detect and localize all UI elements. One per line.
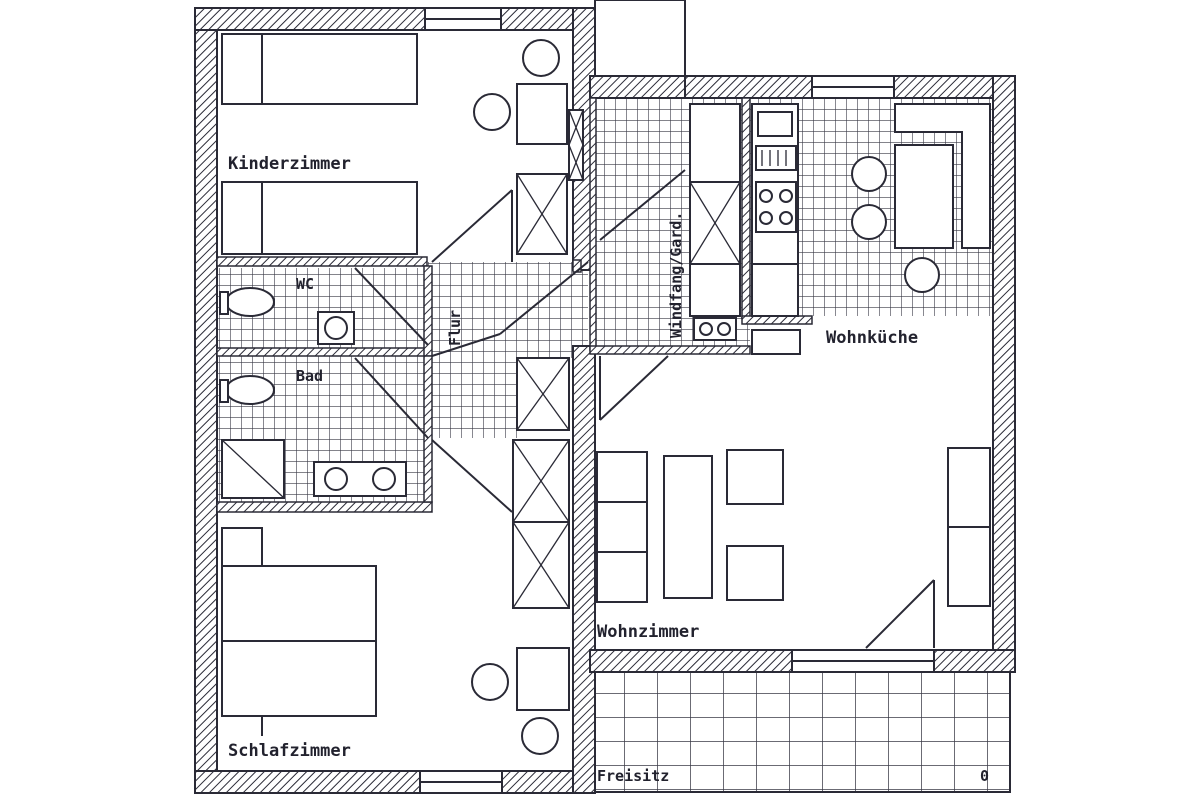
label-wohnzimmer: Wohnzimmer xyxy=(597,622,699,642)
wc-fixtures xyxy=(219,267,429,346)
interior-walls xyxy=(216,97,813,513)
entrance-canopy xyxy=(594,0,686,77)
schlafzimmer-furniture xyxy=(221,527,570,755)
compass-mark: 0 xyxy=(980,767,989,785)
label-windfang: Windfang/Gard. xyxy=(667,212,685,338)
flur-fixtures xyxy=(431,261,589,609)
label-schlafzimmer: Schlafzimmer xyxy=(228,741,351,761)
label-flur: Flur xyxy=(446,310,464,346)
windows xyxy=(419,7,935,794)
label-wohnkueche: Wohnküche xyxy=(826,328,918,348)
kitchen-fixtures xyxy=(751,103,991,355)
bad-fixtures xyxy=(219,357,429,499)
label-wc: WC xyxy=(296,275,314,293)
windfang-fixtures xyxy=(599,103,741,341)
label-bad: Bad xyxy=(296,367,323,385)
wohnzimmer-furniture xyxy=(596,355,991,649)
label-freisitz: Freisitz xyxy=(597,767,669,785)
kinderzimmer-furniture xyxy=(221,33,584,263)
label-kinderzimmer: Kinderzimmer xyxy=(228,154,351,174)
